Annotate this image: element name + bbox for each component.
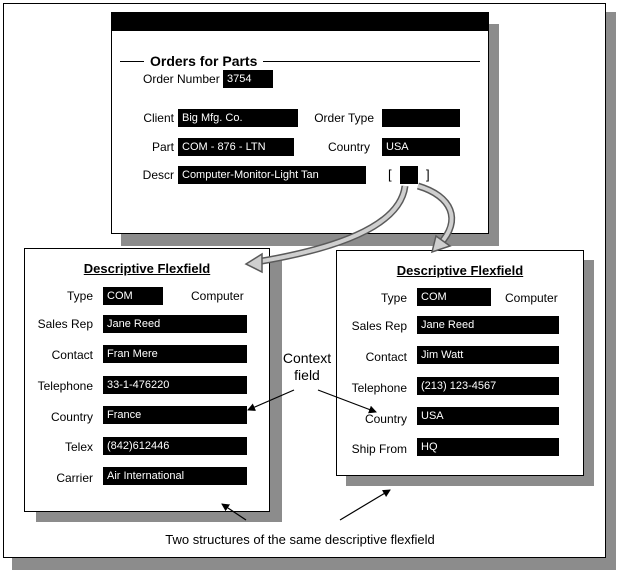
diagram-caption: Two structures of the same descriptive f…: [165, 532, 435, 547]
right-contact-label: Contact: [365, 350, 407, 364]
right-telephone-label: Telephone: [351, 381, 407, 395]
right-telephone-field[interactable]: (213) 123-4567: [417, 377, 559, 395]
country-label: Country: [327, 140, 370, 154]
context-field-note: Context field: [272, 350, 342, 384]
left-sales-rep-label: Sales Rep: [37, 317, 93, 331]
right-type-label: Type: [380, 291, 407, 305]
country-field[interactable]: USA: [382, 138, 460, 156]
right-country-field[interactable]: USA: [417, 407, 559, 425]
orders-title-rule: [120, 61, 480, 62]
descr-label: Descr: [142, 168, 174, 182]
context-note-line1: Context: [282, 350, 332, 366]
context-bracket-open: [: [388, 167, 392, 182]
client-label: Client: [143, 111, 174, 125]
right-sales-rep-field[interactable]: Jane Reed: [417, 316, 559, 334]
left-flexfield-title: Descriptive Flexfield: [83, 261, 211, 276]
right-ship-from-field[interactable]: HQ: [417, 438, 559, 456]
right-flexfield-title: Descriptive Flexfield: [396, 263, 524, 278]
left-telex-label: Telex: [64, 440, 93, 454]
left-sales-rep-field[interactable]: Jane Reed: [103, 315, 247, 333]
left-type-field[interactable]: COM: [103, 287, 163, 305]
right-sales-rep-label: Sales Rep: [351, 319, 407, 333]
order-number-label: Order Number: [143, 72, 220, 86]
right-contact-field[interactable]: Jim Watt: [417, 346, 559, 364]
orders-window: Orders for Parts Order Number 3754 Clien…: [111, 12, 489, 234]
left-country-label: Country: [50, 410, 93, 424]
orders-title: Orders for Parts: [144, 53, 264, 69]
context-field-button[interactable]: [400, 166, 418, 184]
left-type-label: Type: [66, 289, 93, 303]
left-contact-label: Contact: [51, 348, 93, 362]
order-type-label: Order Type: [314, 111, 374, 125]
context-note-line2: field: [294, 367, 320, 383]
order-type-field[interactable]: [382, 109, 460, 127]
right-type-field[interactable]: COM: [417, 288, 491, 306]
right-country-label: Country: [364, 412, 407, 426]
left-flexfield-window: Descriptive Flexfield Type COM Computer …: [24, 248, 270, 512]
left-contact-field[interactable]: Fran Mere: [103, 345, 247, 363]
left-type-description: Computer: [191, 289, 244, 303]
left-carrier-field[interactable]: Air International: [103, 467, 247, 485]
left-telephone-label: Telephone: [37, 379, 93, 393]
left-telephone-field[interactable]: 33-1-476220: [103, 376, 247, 394]
client-field[interactable]: Big Mfg. Co.: [178, 109, 298, 127]
right-flexfield-window: Descriptive Flexfield Type COM Computer …: [336, 250, 584, 476]
orders-titlebar: [112, 13, 488, 31]
left-carrier-label: Carrier: [56, 471, 93, 485]
left-country-field[interactable]: France: [103, 406, 247, 424]
part-field[interactable]: COM - 876 - LTN: [178, 138, 294, 156]
right-type-description: Computer: [505, 291, 558, 305]
part-label: Part: [151, 140, 174, 154]
right-ship-from-label: Ship From: [351, 442, 407, 456]
descr-field[interactable]: Computer-Monitor-Light Tan: [178, 166, 366, 184]
context-bracket-close: ]: [426, 167, 430, 182]
left-telex-field[interactable]: (842)612446: [103, 437, 247, 455]
order-number-field[interactable]: 3754: [223, 70, 273, 88]
